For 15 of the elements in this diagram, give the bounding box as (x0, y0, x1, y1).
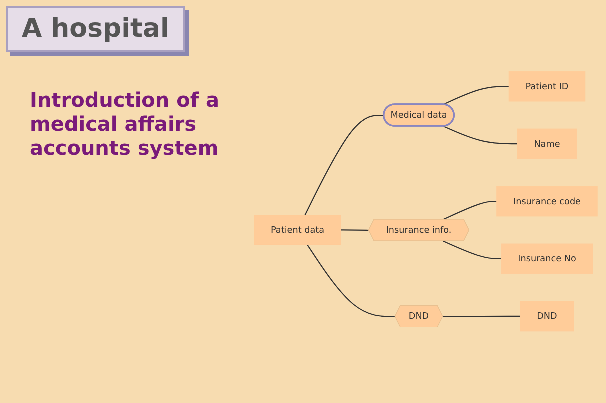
connector (443, 200, 497, 220)
connector (443, 240, 502, 260)
node-box: Insurance code (496, 186, 598, 217)
node-box: Name (517, 128, 578, 160)
connector (304, 114, 384, 216)
node-box: Patient data (254, 215, 342, 246)
node-box: Insurance No (501, 244, 594, 274)
node-box: Patient ID (508, 71, 586, 102)
connector (443, 86, 510, 106)
intro-text: Introduction of a medical affairs accounts system (30, 88, 221, 160)
node-box: DND (520, 301, 574, 332)
connector (307, 244, 396, 318)
connector (341, 230, 370, 232)
connector (443, 316, 521, 318)
connector (443, 126, 518, 145)
